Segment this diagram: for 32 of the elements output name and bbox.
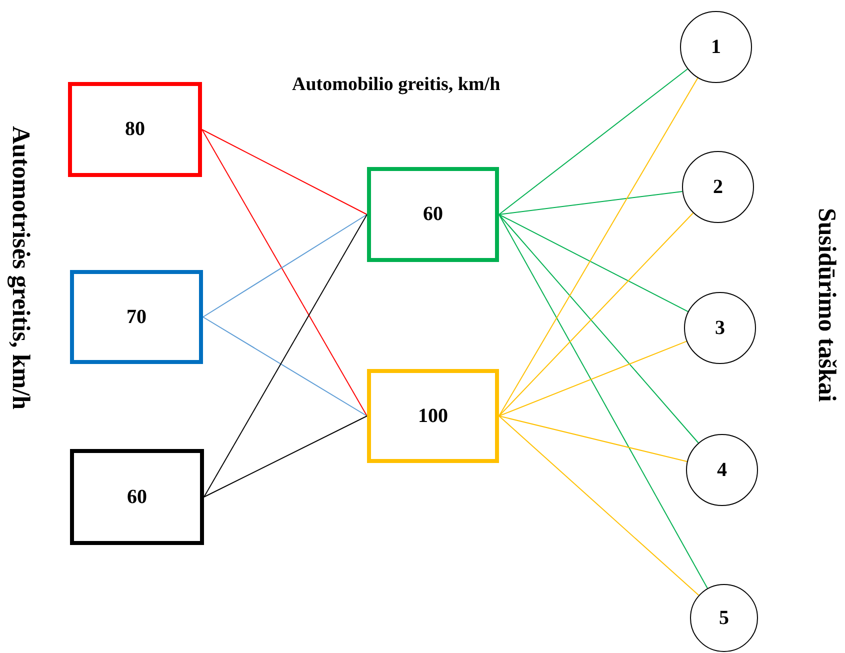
axis-title: Automotrisės greitis, km/h [6, 126, 34, 410]
axis-title: Automobilio greitis, km/h [292, 74, 500, 96]
connector-line [498, 190, 683, 215]
speed-box [70, 449, 204, 545]
connector-line [202, 129, 368, 215]
connector-line [498, 214, 708, 589]
node-label: 2 [713, 176, 723, 198]
connector-line [498, 214, 688, 312]
connector-line [498, 416, 688, 462]
node-label: 60 [127, 486, 147, 508]
connector-line [498, 416, 700, 596]
connector-line [498, 68, 688, 215]
connector-line [202, 316, 368, 416]
speed-box [367, 369, 499, 463]
speed-box [367, 167, 499, 262]
node-label: 70 [126, 306, 146, 328]
node-label: 5 [719, 606, 729, 630]
connector-line [204, 416, 368, 498]
node-label: 3 [715, 316, 725, 340]
speed-box [70, 270, 203, 364]
speed-box [68, 82, 202, 177]
node-label: 1 [711, 36, 721, 58]
node-label: 100 [418, 404, 448, 428]
node-label: 4 [717, 458, 727, 482]
connector-line [498, 340, 688, 416]
connector-line [202, 129, 368, 416]
connector-line [204, 214, 368, 498]
connector-line [202, 214, 368, 318]
axis-title: Susidūrimo taškai [812, 208, 840, 402]
node-label: 60 [423, 203, 443, 226]
connector-line [498, 78, 698, 416]
node-label: 80 [125, 118, 145, 141]
